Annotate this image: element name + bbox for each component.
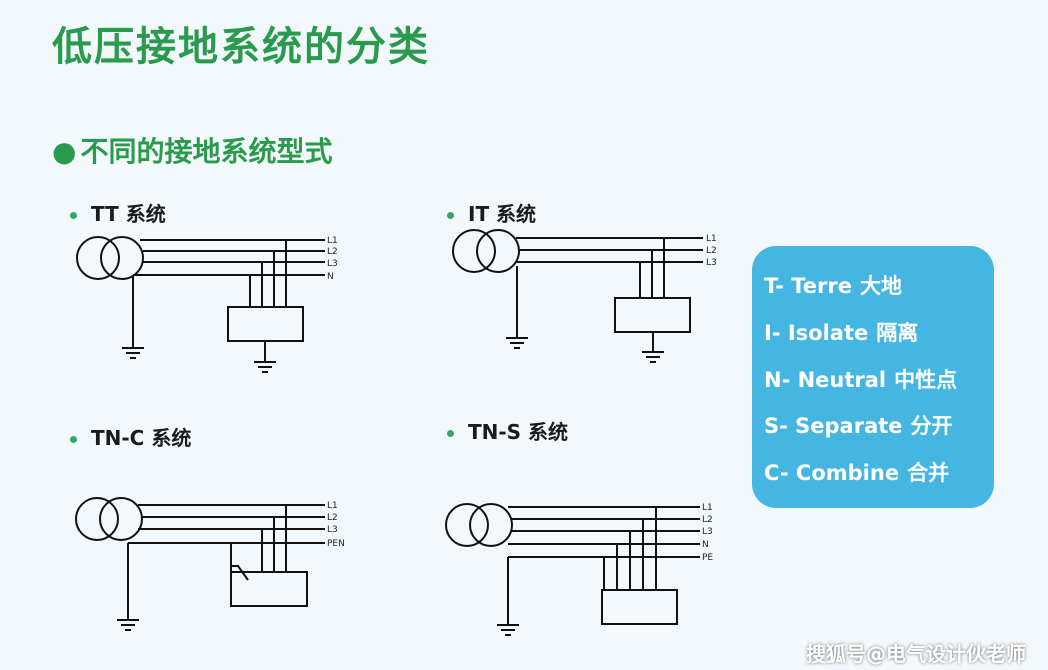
page-title: 低压接地系统的分类 bbox=[52, 24, 430, 70]
wire-label: L2 bbox=[706, 246, 717, 256]
tt-diagram bbox=[76, 236, 325, 373]
wire-label: L3 bbox=[327, 525, 338, 535]
tn-c-system-label: TN-C 系统 bbox=[70, 422, 191, 451]
wire-label: L1 bbox=[327, 501, 338, 511]
tn-s-diagram bbox=[445, 503, 700, 636]
wire-label: L3 bbox=[702, 527, 713, 537]
bullet-dot-icon bbox=[447, 430, 454, 437]
wire-label: L3 bbox=[327, 259, 338, 269]
wire-label: L3 bbox=[706, 258, 717, 268]
section-heading: ●不同的接地系统型式 bbox=[52, 130, 332, 170]
section-heading-text: 不同的接地系统型式 bbox=[80, 135, 333, 168]
wire-label: L1 bbox=[327, 236, 338, 246]
wire-label: L2 bbox=[702, 515, 713, 525]
watermark: 搜狐号@电气设计伙老师 bbox=[806, 642, 1026, 666]
wire-label: PE bbox=[702, 553, 713, 563]
bullet-dot-icon bbox=[447, 212, 454, 219]
tn-s-system-label: TN-S 系统 bbox=[447, 416, 568, 445]
wire-label: L2 bbox=[327, 247, 338, 257]
tt-system-label: TT 系统 bbox=[70, 198, 166, 227]
bullet-dot-icon bbox=[70, 436, 77, 443]
wire-label: PEN bbox=[327, 539, 345, 549]
wire-label: L1 bbox=[706, 234, 717, 244]
bullet-icon: ● bbox=[52, 135, 77, 168]
wire-label: N bbox=[702, 540, 709, 550]
wire-label: L1 bbox=[702, 503, 713, 513]
it-system-label: IT 系统 bbox=[447, 198, 536, 227]
it-diagram bbox=[452, 229, 703, 363]
bullet-dot-icon bbox=[70, 212, 77, 219]
wire-label: L2 bbox=[327, 513, 338, 523]
tn-c-diagram bbox=[75, 497, 325, 631]
wire-label: N bbox=[327, 272, 334, 282]
